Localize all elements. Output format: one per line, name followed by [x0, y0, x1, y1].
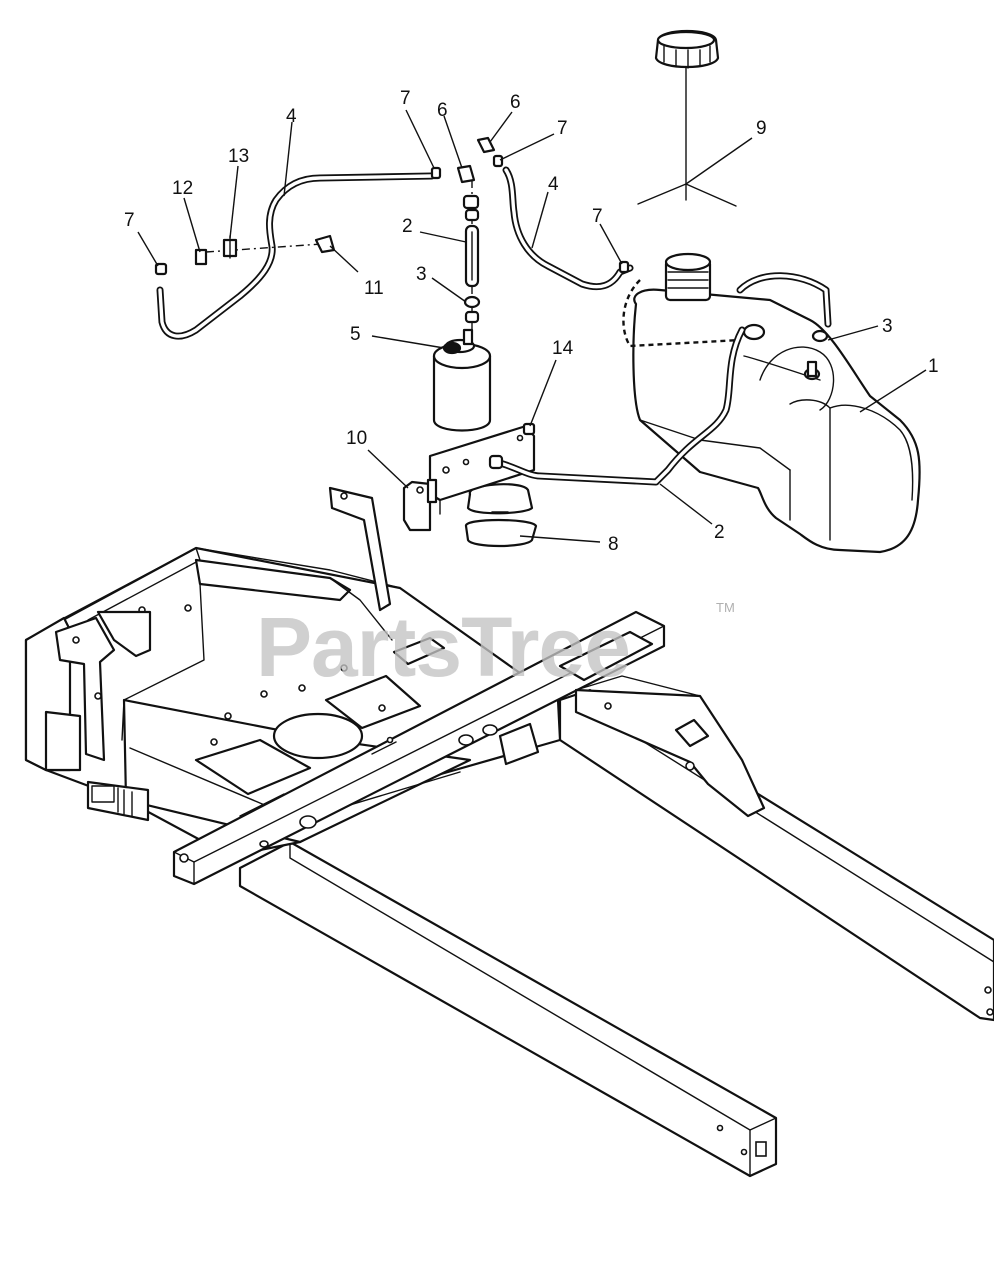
small-hardware	[154, 136, 829, 470]
callout-2-fuel-line-b: 2	[714, 522, 725, 543]
canister-clamp	[464, 483, 538, 548]
callout-10-bracket: 10	[346, 428, 367, 449]
callout-labels: 7 6 6 7 4 13 12 7 2 4 7 9 11 3 3 5 1 14 …	[124, 88, 939, 555]
frame-right-bracket	[574, 675, 766, 818]
callout-7-hose-clip-d: 7	[592, 206, 603, 227]
callout-3: 3	[416, 264, 427, 285]
callout-4-vent-hose: 4	[286, 106, 297, 127]
fuel-tank	[622, 252, 921, 554]
callout-6-check-valve-b: 6	[510, 92, 521, 113]
fuel-cap	[637, 30, 737, 207]
frame-rail-right	[558, 688, 994, 1022]
fuel-line-main	[492, 326, 746, 486]
callout-4-vent-hose-b: 4	[548, 174, 559, 195]
callout-7-hose-clip-b: 7	[557, 118, 568, 139]
callout-5-fuel-filter: 5	[350, 324, 361, 345]
frame-deck	[24, 546, 562, 858]
callout-2-fuel-line: 2	[402, 216, 413, 237]
watermark-trademark: TM	[716, 600, 735, 615]
callout-7-hose-clip: 7	[400, 88, 411, 109]
watermark-text: PartsTree	[256, 600, 630, 694]
vent-hose-right	[502, 166, 634, 291]
tank-support-post	[328, 486, 392, 612]
callout-12: 12	[172, 178, 193, 199]
callout-11: 11	[364, 278, 384, 299]
fuel-filter-canister	[432, 328, 492, 432]
vent-hose-left	[156, 172, 436, 340]
callout-leaders	[137, 109, 927, 543]
fuel-line-short	[464, 224, 480, 288]
callout-8-clamp: 8	[608, 534, 619, 555]
callout-9-fuel-cap: 9	[756, 118, 767, 139]
callout-7-hose-clip-c: 7	[124, 210, 135, 231]
callout-13: 13	[228, 146, 249, 167]
callout-14: 14	[552, 338, 574, 359]
mount-bracket	[402, 424, 536, 532]
frame-rail-lower	[238, 840, 778, 1178]
frame-assembly	[24, 486, 994, 1178]
watermark: PartsTree TM	[256, 600, 735, 694]
callout-6-check-valve: 6	[437, 100, 448, 121]
callout-3-b: 3	[882, 316, 893, 337]
frame-crossbar	[172, 610, 666, 886]
callout-1-fuel-tank: 1	[928, 356, 939, 377]
